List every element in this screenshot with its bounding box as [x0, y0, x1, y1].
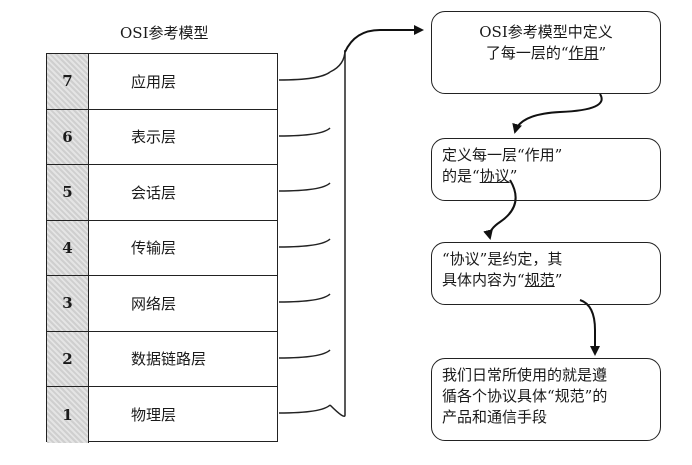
specification-box: “协议”是约定，其 具体内容为“规范”	[431, 242, 661, 305]
box-text: OSI参考模型中定义	[479, 23, 613, 41]
layer-name: 物理层	[131, 406, 177, 425]
box-text: 的是“协议”	[442, 167, 518, 185]
arrow-box3-to-box4	[579, 299, 600, 356]
layer-number: 4	[47, 220, 89, 275]
usage-box: 我们日常所使用的就是遵 循各个协议具体“规范”的 产品和通信手段	[431, 358, 661, 441]
box-text: 产品和通信手段	[442, 408, 548, 426]
layer-3: 3 网络层	[47, 276, 277, 332]
layer-6: 6 表示层	[47, 109, 277, 165]
layer-number: 3	[47, 276, 89, 331]
arrow-to-box1	[344, 25, 424, 53]
layer-2: 2 数据链路层	[47, 331, 277, 387]
box-text: 我们日常所使用的就是遵	[442, 366, 608, 384]
layer-7: 7 应用层	[47, 54, 277, 110]
box-text: 了每一层的“作用”	[485, 44, 607, 62]
layer-bracket	[278, 49, 346, 417]
layer-name: 会话层	[131, 183, 177, 202]
layer-number: 1	[47, 387, 89, 443]
protocol-box: 定义每一层“作用” 的是“协议”	[431, 138, 661, 201]
layer-number: 7	[47, 54, 89, 109]
arrow-box1-to-box2	[512, 93, 603, 134]
osi-layer-stack: 7 应用层 6 表示层 5 会话层 4 传输层 3 网络层 2 数据链路层 1 …	[46, 53, 278, 443]
layer-5: 5 会话层	[47, 165, 277, 221]
box-text: “协议”是约定，其	[442, 250, 563, 268]
box-text: 循各个协议具体“规范”的	[442, 387, 608, 405]
arrow-box2-to-box3	[483, 179, 517, 240]
box-text: 具体内容为“规范”	[442, 271, 563, 289]
underlined-term: 规范	[524, 271, 555, 289]
underlined-term: 作用	[568, 44, 599, 62]
layer-name: 数据链路层	[131, 350, 207, 369]
layer-1: 1 物理层	[47, 387, 277, 443]
layer-name: 网络层	[131, 294, 177, 313]
diagram-title: OSI参考模型	[120, 24, 209, 42]
underlined-term: 协议	[479, 167, 510, 185]
definition-box: OSI参考模型中定义 了每一层的“作用”	[431, 11, 661, 94]
layer-number: 6	[47, 109, 89, 164]
box-text: 定义每一层“作用”	[442, 146, 563, 164]
layer-number: 2	[47, 331, 89, 386]
layer-name: 应用层	[131, 72, 177, 91]
layer-name: 表示层	[131, 128, 177, 147]
layer-name: 传输层	[131, 239, 177, 258]
layer-4: 4 传输层	[47, 220, 277, 276]
layer-number: 5	[47, 165, 89, 220]
